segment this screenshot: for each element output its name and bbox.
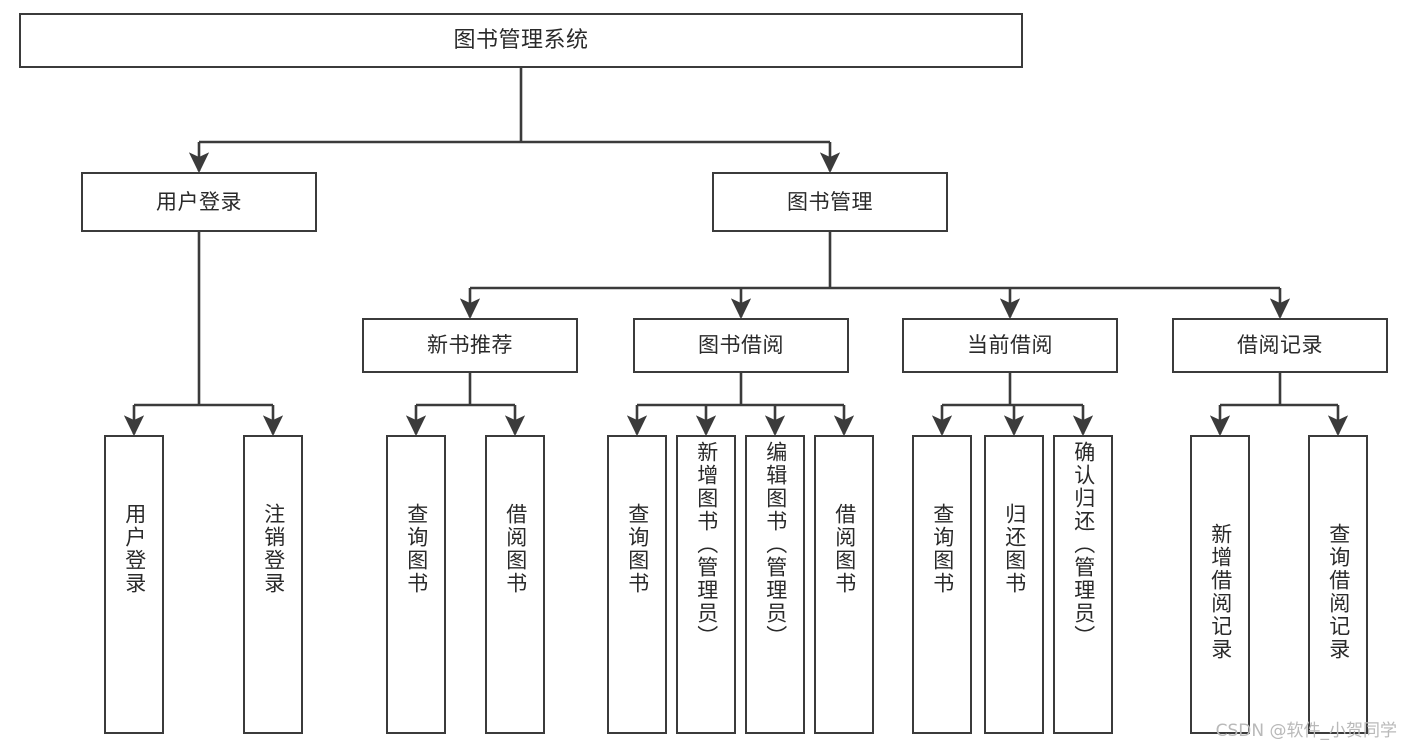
node-leaf-bb-add[interactable]: 新增图书（管理员） (676, 435, 736, 734)
node-leaf-br-add[interactable]: 新增借阅记录 (1190, 435, 1250, 734)
node-leaf-bb-query[interactable]: 查询图书 (607, 435, 667, 734)
node-label-leaf-bb-edit: 编辑图书（管理员） (763, 441, 788, 648)
node-label-leaf-logout: 注销登录 (261, 503, 286, 595)
node-label-root: 图书管理系统 (453, 27, 589, 53)
node-label-book-borrow: 图书借阅 (698, 333, 784, 358)
node-label-leaf-br-query: 查询借阅记录 (1326, 523, 1351, 661)
node-label-current-borrow: 当前借阅 (967, 333, 1053, 358)
node-label-leaf-cb-confirm: 确认归还（管理员） (1071, 441, 1096, 648)
node-leaf-logout[interactable]: 注销登录 (243, 435, 303, 734)
node-label-leaf-rec-borrow: 借阅图书 (503, 503, 528, 595)
node-leaf-cb-query[interactable]: 查询图书 (912, 435, 972, 734)
node-label-leaf-rec-query: 查询图书 (404, 503, 429, 595)
node-leaf-bb-edit[interactable]: 编辑图书（管理员） (745, 435, 805, 734)
node-book-mgmt[interactable]: 图书管理 (712, 172, 948, 232)
node-leaf-rec-borrow[interactable]: 借阅图书 (485, 435, 545, 734)
node-label-leaf-br-add: 新增借阅记录 (1208, 523, 1233, 661)
node-label-leaf-user-login: 用户登录 (122, 503, 147, 595)
node-root[interactable]: 图书管理系统 (19, 13, 1023, 68)
csdn-watermark: CSDN @软件_小贺同学 (1215, 721, 1397, 741)
node-label-leaf-bb-add: 新增图书（管理员） (694, 441, 719, 648)
node-label-user-login: 用户登录 (156, 189, 242, 214)
node-borrow-record[interactable]: 借阅记录 (1172, 318, 1388, 373)
node-leaf-cb-confirm[interactable]: 确认归还（管理员） (1053, 435, 1113, 734)
node-label-leaf-bb-borrow: 借阅图书 (832, 503, 857, 595)
node-leaf-cb-return[interactable]: 归还图书 (984, 435, 1044, 734)
node-label-leaf-bb-query: 查询图书 (625, 503, 650, 595)
node-label-new-book-rec: 新书推荐 (427, 333, 513, 358)
node-new-book-rec[interactable]: 新书推荐 (362, 318, 578, 373)
connector-edges (123, 68, 1349, 437)
node-book-borrow[interactable]: 图书借阅 (633, 318, 849, 373)
node-leaf-user-login[interactable]: 用户登录 (104, 435, 164, 734)
node-label-leaf-cb-query: 查询图书 (930, 503, 955, 595)
node-leaf-bb-borrow[interactable]: 借阅图书 (814, 435, 874, 734)
node-label-leaf-cb-return: 归还图书 (1002, 503, 1027, 595)
node-label-borrow-record: 借阅记录 (1237, 333, 1323, 358)
node-leaf-br-query[interactable]: 查询借阅记录 (1308, 435, 1368, 734)
node-leaf-rec-query[interactable]: 查询图书 (386, 435, 446, 734)
node-label-book-mgmt: 图书管理 (787, 189, 873, 214)
node-user-login[interactable]: 用户登录 (81, 172, 317, 232)
node-current-borrow[interactable]: 当前借阅 (902, 318, 1118, 373)
